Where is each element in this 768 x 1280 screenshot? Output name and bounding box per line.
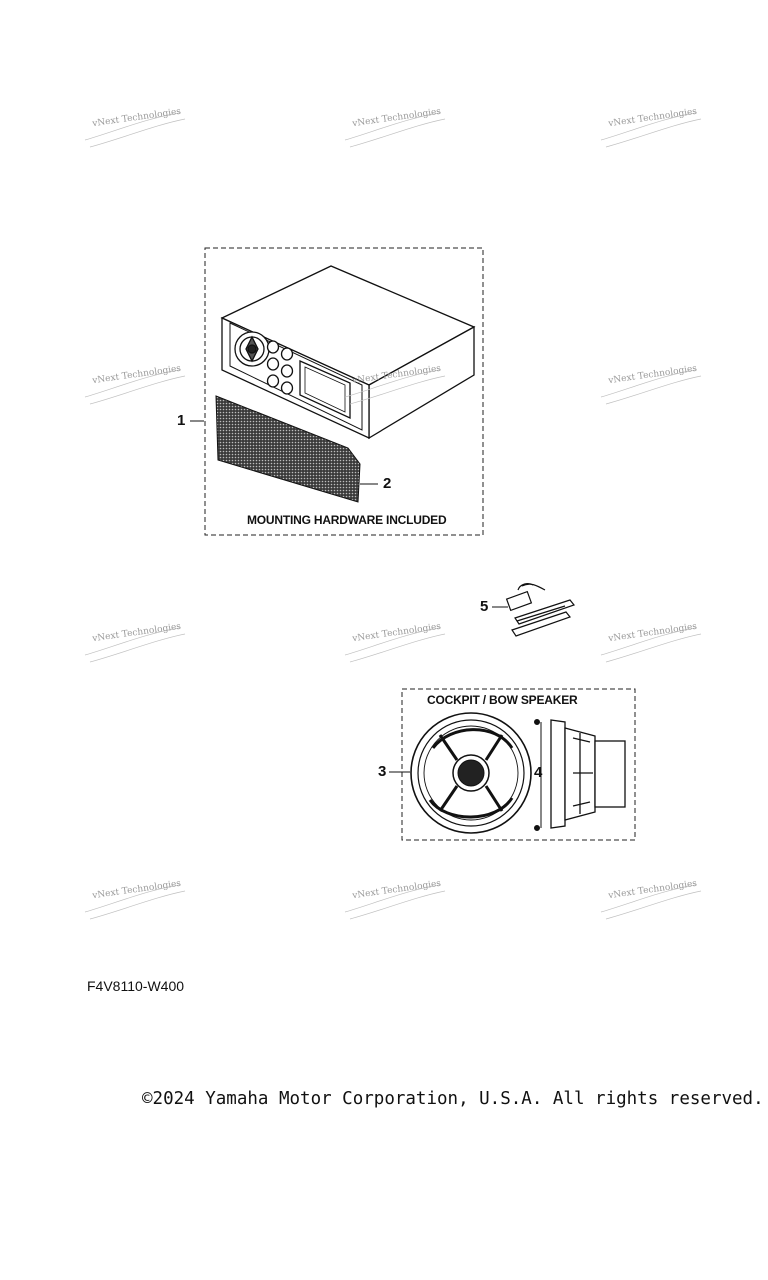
speaker-side <box>550 719 626 829</box>
callout-2: 2 <box>383 475 392 492</box>
watermark-seal-icon <box>600 369 702 405</box>
stereo-kit-box <box>204 247 484 536</box>
speaker-front <box>410 712 532 834</box>
watermark-seal-icon <box>600 627 702 663</box>
speaker-box <box>401 688 636 841</box>
watermark: vNext Technologies <box>340 620 450 670</box>
watermark-seal-icon <box>84 112 186 148</box>
watermark-seal-icon <box>84 884 186 920</box>
copyright-notice: ©2024 Yamaha Motor Corporation, U.S.A. A… <box>142 1089 764 1109</box>
watermark-seal-icon <box>344 112 446 148</box>
watermark-seal-icon <box>344 627 446 663</box>
watermark: vNext Technologies <box>596 877 706 927</box>
watermark: vNext Technologies <box>340 105 450 155</box>
callout-1: 1 <box>177 412 186 429</box>
mounting-hardware-caption: MOUNTING HARDWARE INCLUDED <box>247 513 447 527</box>
watermark-seal-icon <box>600 112 702 148</box>
watermark-seal-icon <box>84 627 186 663</box>
watermark: vNext Technologies <box>80 105 190 155</box>
watermark-seal-icon <box>84 369 186 405</box>
watermark: vNext Technologies <box>596 620 706 670</box>
callout-4: 4 <box>534 764 543 781</box>
watermark: vNext Technologies <box>340 877 450 927</box>
watermark: vNext Technologies <box>340 362 450 412</box>
watermark: vNext Technologies <box>80 877 190 927</box>
watermark: vNext Technologies <box>596 362 706 412</box>
callout-5: 5 <box>480 598 489 615</box>
watermark: vNext Technologies <box>80 620 190 670</box>
dimension-4 <box>534 719 542 831</box>
watermark-seal-icon <box>344 884 446 920</box>
callout-3: 3 <box>378 763 387 780</box>
watermark: vNext Technologies <box>596 105 706 155</box>
watermark: vNext Technologies <box>80 362 190 412</box>
watermark-seal-icon <box>600 884 702 920</box>
speaker-caption: COCKPIT / BOW SPEAKER <box>427 693 578 707</box>
wire-harness <box>505 583 575 637</box>
face-cover-grille <box>215 395 361 503</box>
diagram-code: F4V8110-W400 <box>87 978 185 994</box>
stereo-head-unit <box>220 265 476 440</box>
watermark-seal-icon <box>344 369 446 405</box>
